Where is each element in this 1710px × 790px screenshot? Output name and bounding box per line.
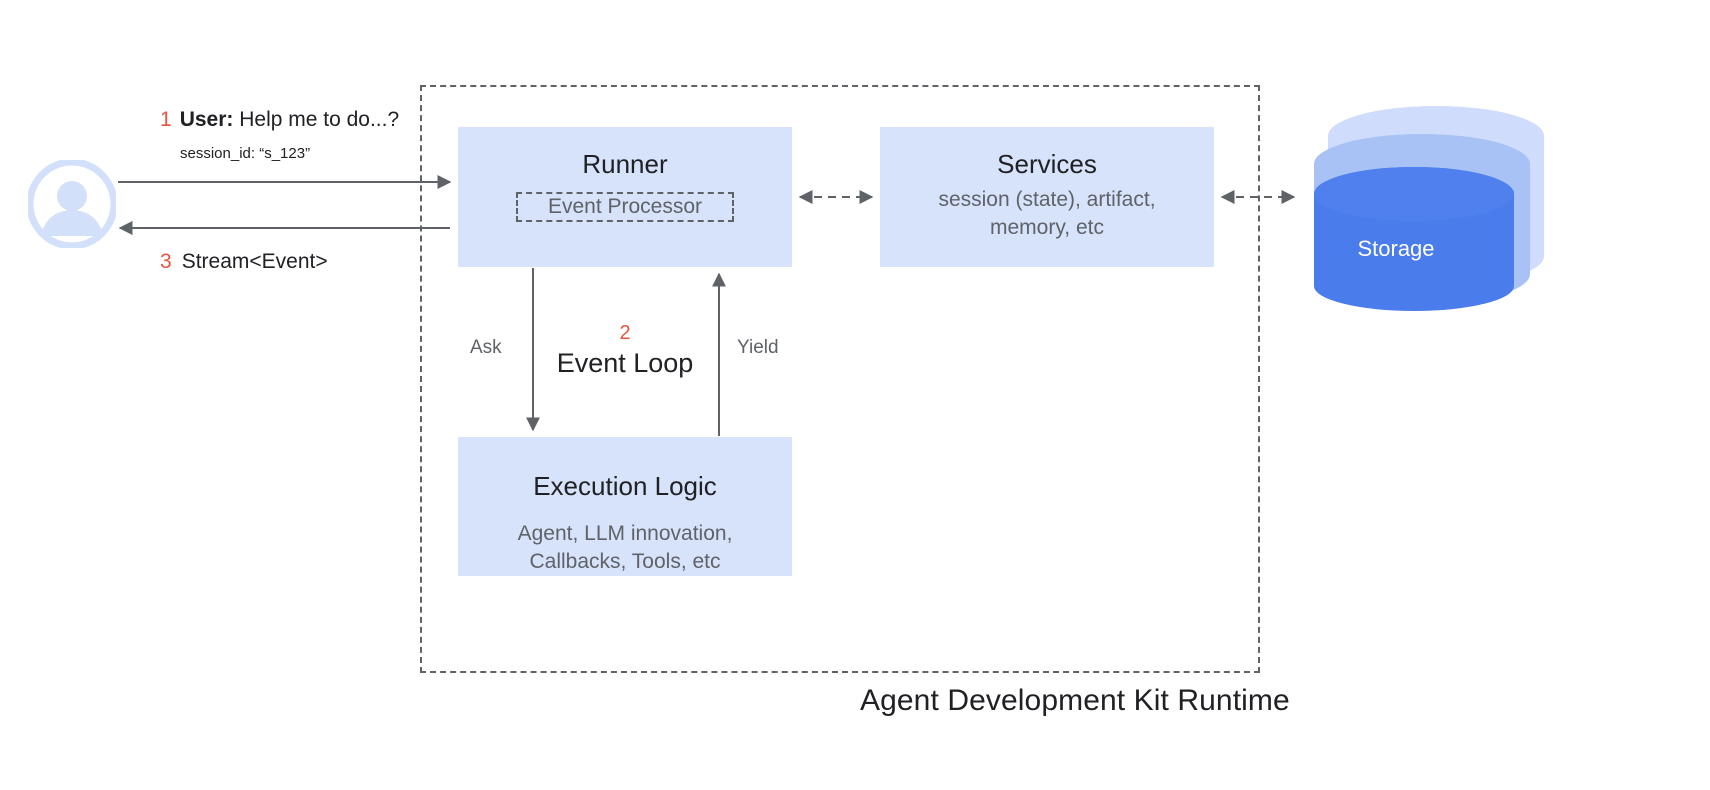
runner-title: Runner <box>582 149 668 179</box>
user-avatar-icon <box>26 158 118 250</box>
runtime-title: Agent Development Kit Runtime <box>860 684 1290 717</box>
user-request-label: 1 User: Help me to do...? <box>160 108 399 132</box>
yield-label: Yield <box>737 337 779 358</box>
execution-logic-box[interactable]: Execution Logic Agent, LLM innovation, C… <box>458 437 792 576</box>
runtime-boundary <box>420 85 1260 673</box>
execution-logic-subtitle: Agent, LLM innovation, Callbacks, Tools,… <box>517 522 733 574</box>
event-loop-title: Event Loop <box>556 348 694 378</box>
step-1-number: 1 <box>160 108 172 131</box>
execution-logic-title: Execution Logic <box>533 471 717 501</box>
step-2-number: 2 <box>619 322 631 344</box>
step-3-number: 3 <box>160 250 172 273</box>
session-id-label: session_id: “s_123” <box>180 145 311 162</box>
event-processor-box[interactable]: Event Processor <box>516 192 734 223</box>
user-role-label: User: <box>179 108 234 131</box>
stream-response-text: Stream<Event> <box>181 250 328 273</box>
database-cylinder-icon <box>1296 96 1548 311</box>
services-title: Services <box>997 149 1097 179</box>
runner-box[interactable]: Runner Event Processor <box>458 127 792 267</box>
user-request-text: Help me to do...? <box>239 108 400 131</box>
stream-response-label: 3 Stream<Event> <box>160 250 328 274</box>
services-box[interactable]: Services session (state), artifact, memo… <box>880 127 1214 267</box>
ask-label: Ask <box>470 337 502 358</box>
services-subtitle: session (state), artifact, memory, etc <box>938 188 1156 240</box>
